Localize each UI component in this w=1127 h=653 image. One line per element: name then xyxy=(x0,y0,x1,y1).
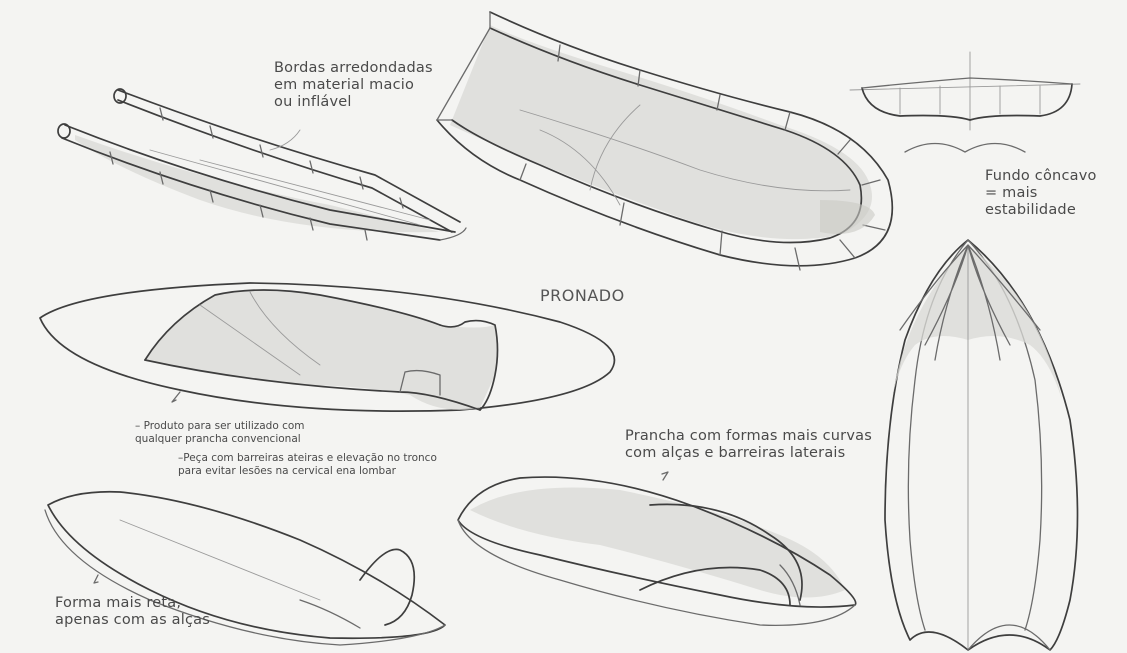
annotation-pronado-title: PRONADO xyxy=(540,286,660,305)
annotation-bordas: Bordas arredondadas em material macio ou… xyxy=(274,60,474,111)
sketch-concave-section xyxy=(850,52,1080,152)
sketch-bottom-view-board xyxy=(885,240,1078,650)
sketch-curved-board xyxy=(458,472,856,625)
sketch-pronado-insert xyxy=(40,283,614,411)
annotation-fundo: Fundo côncavo = mais estabilidade xyxy=(985,168,1125,219)
annotation-produto: – Produto para ser utilizado com qualque… xyxy=(135,420,355,446)
sketch-rounded-nose-board xyxy=(437,12,892,270)
annotation-forma-reta: Forma mais reta, apenas com as alças xyxy=(55,595,235,629)
annotation-peca: –Peça com barreiras ateiras e elevação n… xyxy=(178,452,488,478)
leader-line-bordas xyxy=(270,130,300,150)
annotation-prancha-curvas: Prancha com formas mais curvas com alças… xyxy=(625,428,875,462)
sketch-rolled-edges-board xyxy=(58,89,466,240)
